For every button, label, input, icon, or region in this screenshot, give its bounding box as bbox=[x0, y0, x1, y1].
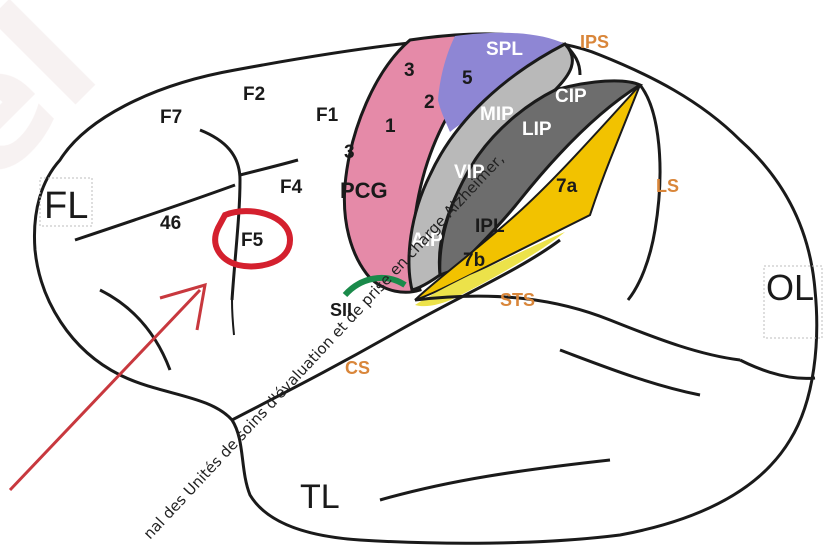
label-pcg: PCG bbox=[340, 178, 388, 203]
label-1: 1 bbox=[385, 116, 396, 137]
label-cip: CIP bbox=[555, 86, 587, 107]
label-cs: CS bbox=[345, 358, 370, 378]
label-f7: F7 bbox=[160, 107, 182, 128]
label-ls: LS bbox=[656, 176, 679, 196]
label-2: 2 bbox=[424, 92, 435, 113]
label-fl: FL bbox=[44, 185, 88, 227]
label-f5: F5 bbox=[241, 230, 264, 251]
label-lip: LIP bbox=[522, 119, 552, 140]
label-ol: OL bbox=[766, 267, 814, 308]
label-5: 5 bbox=[462, 68, 473, 89]
label-sts: STS bbox=[500, 290, 535, 310]
label-f1: F1 bbox=[316, 105, 339, 126]
label-7a: 7a bbox=[556, 176, 578, 197]
label-7b: 7b bbox=[463, 250, 485, 271]
label-mip: MIP bbox=[480, 104, 514, 125]
label-ips: IPS bbox=[580, 32, 609, 52]
label-spl: SPL bbox=[486, 39, 523, 60]
label-46: 46 bbox=[160, 213, 181, 234]
label-f2: F2 bbox=[243, 84, 265, 105]
label-f4: F4 bbox=[280, 177, 303, 198]
label-ipl: IPL bbox=[475, 216, 505, 237]
label-3: 3 bbox=[344, 142, 355, 163]
label-3-top: 3 bbox=[404, 60, 415, 81]
label-tl: TL bbox=[300, 478, 340, 516]
